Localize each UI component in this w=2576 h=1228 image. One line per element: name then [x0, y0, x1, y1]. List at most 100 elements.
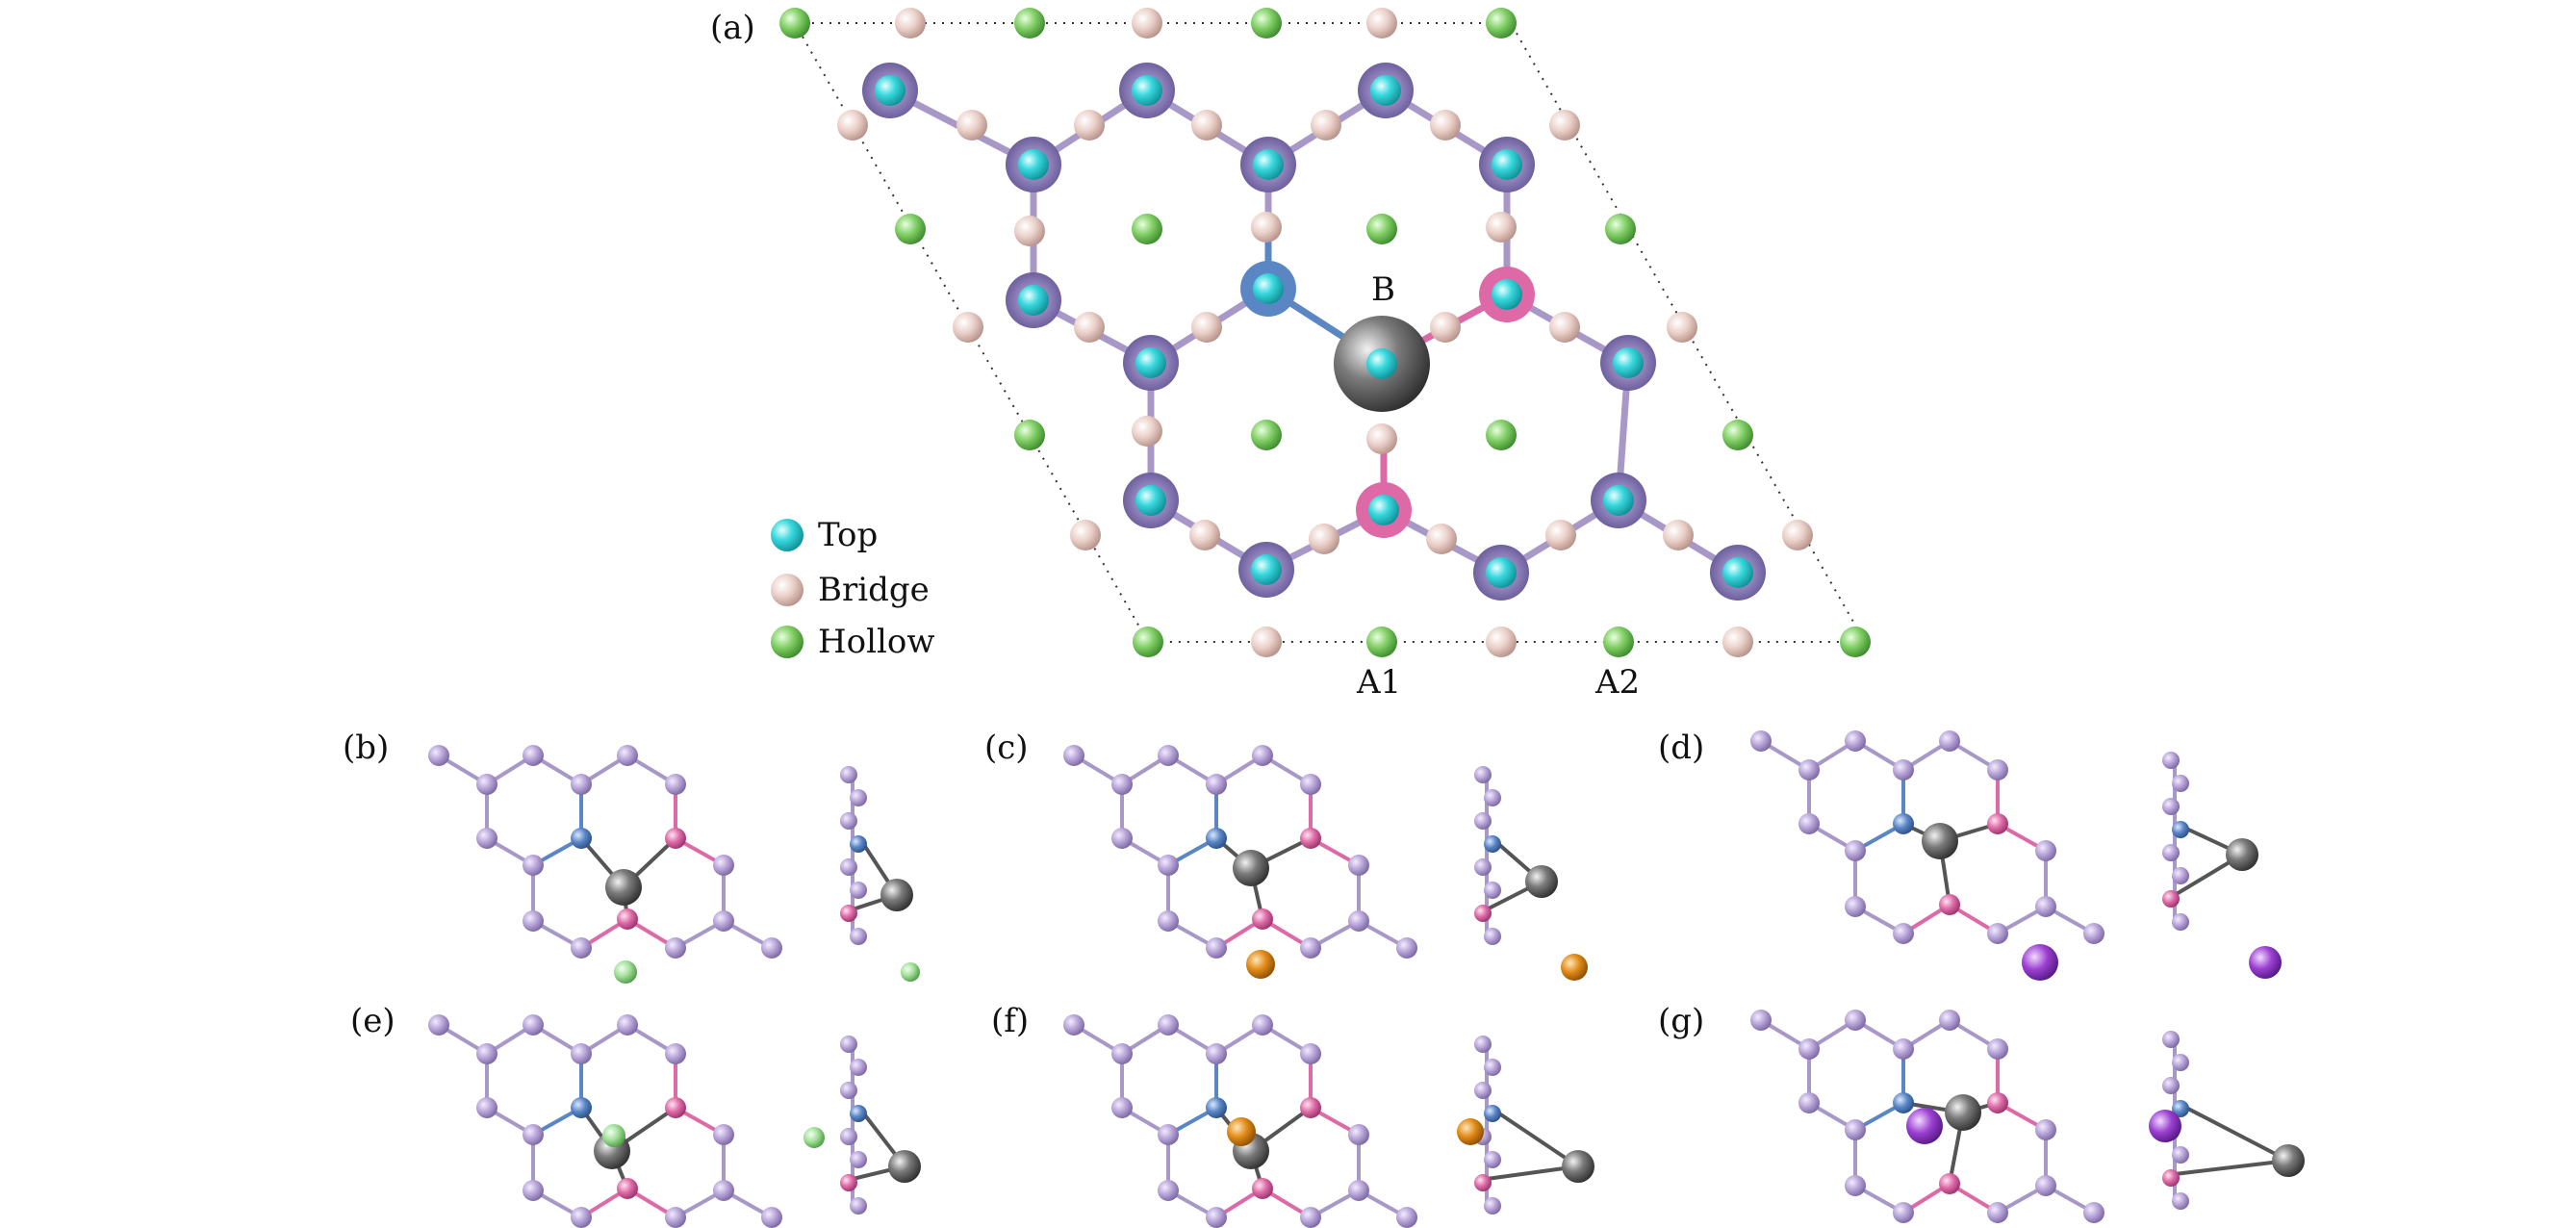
- legend-marker-bridge: [771, 574, 803, 606]
- host-atom: [2162, 752, 2180, 769]
- site-label-a2: A2: [1594, 663, 1640, 702]
- blue-dopant-atom: [850, 1105, 867, 1122]
- bridge-site: [1722, 627, 1753, 657]
- adatom: [803, 1127, 825, 1148]
- defect-atom: [1233, 850, 1269, 886]
- legend-label-hollow: Hollow: [818, 623, 934, 661]
- host-atom: [850, 1059, 867, 1076]
- top-site-atom-pink-dopant: [1479, 267, 1535, 322]
- legend: Top Bridge Hollow: [771, 516, 934, 661]
- pink-dopant-atom: [1252, 1178, 1273, 1199]
- host-atom: [850, 928, 867, 945]
- host-atom: [2035, 896, 2056, 917]
- pink-dopant-atom: [665, 828, 686, 849]
- host-atom: [665, 937, 686, 959]
- host-atom: [840, 766, 857, 783]
- defect-atom: [1562, 1150, 1594, 1183]
- host-atom: [665, 1207, 686, 1228]
- host-atom: [1987, 1038, 2008, 1060]
- bridge-site: [1545, 520, 1576, 550]
- pink-dopant-atom: [1474, 905, 1492, 922]
- hollow-site: [779, 8, 810, 38]
- host-atom: [428, 1014, 449, 1036]
- host-atom: [2172, 775, 2189, 792]
- bridge-site: [1251, 627, 1282, 657]
- side-view: [1474, 766, 1588, 981]
- hollow-site: [1251, 8, 1282, 38]
- host-atom: [1158, 745, 1179, 766]
- adatom: [1906, 1108, 1943, 1144]
- host-atom: [2172, 1054, 2189, 1071]
- host-atom: [476, 1043, 497, 1064]
- host-atom: [713, 1124, 734, 1145]
- host-atom: [1158, 1180, 1179, 1201]
- hollow-site: [1603, 627, 1634, 657]
- host-atom: [840, 1128, 857, 1145]
- pink-dopant-atom: [1300, 1097, 1321, 1118]
- host-atom: [1300, 774, 1321, 795]
- host-atom: [2083, 1202, 2104, 1223]
- panel-label-e: (e): [350, 1002, 395, 1040]
- host-atom: [1063, 1014, 1084, 1036]
- bridge-site: [1074, 110, 1105, 141]
- host-atom: [1348, 855, 1369, 876]
- bridge-site: [1189, 520, 1220, 550]
- pink-dopant-atom: [2162, 1169, 2180, 1187]
- host-atom: [2035, 1119, 2056, 1140]
- blue-dopant-atom: [1893, 813, 1914, 834]
- bridge-site: [1549, 312, 1580, 343]
- side-view: [803, 1036, 921, 1215]
- pink-dopant-atom: [617, 908, 638, 930]
- blue-dopant-atom: [1484, 835, 1501, 853]
- side-view: [1457, 1036, 1594, 1215]
- bridge-site: [1191, 312, 1222, 343]
- bridge-site: [1132, 416, 1162, 447]
- blue-dopant-atom: [1484, 1105, 1501, 1122]
- pink-dopant-atom: [1474, 1174, 1492, 1191]
- host-atom: [2162, 1077, 2180, 1094]
- top-site-atom: [862, 63, 918, 118]
- adatom: [614, 960, 637, 984]
- host-atom: [2172, 867, 2189, 884]
- host-atom: [1893, 1038, 1914, 1060]
- blue-dopant-atom: [2172, 1100, 2189, 1117]
- host-atom: [1750, 730, 1772, 752]
- pink-dopant-atom: [1300, 828, 1321, 849]
- bridge-site: [1782, 520, 1813, 550]
- host-atom: [1798, 813, 1820, 834]
- host-atom: [1158, 855, 1179, 876]
- host-atom: [523, 1124, 544, 1145]
- bridge-site: [1426, 524, 1457, 554]
- pink-dopant-atom: [665, 1097, 686, 1118]
- structure-panels: (b)(c)(d)(e)(f)(g): [343, 729, 2305, 1228]
- host-atom: [850, 789, 867, 806]
- adatom: [1246, 950, 1275, 979]
- host-atom: [1396, 937, 1417, 959]
- host-atom: [1939, 730, 1960, 752]
- panel-f: (f): [991, 1002, 1594, 1228]
- adatom: [2022, 944, 2058, 981]
- host-atom: [523, 1180, 544, 1201]
- hollow-site: [1366, 627, 1397, 657]
- defect-atom: [605, 869, 642, 906]
- defect-atom: [1525, 865, 1558, 898]
- adatom: [2149, 1110, 2181, 1142]
- pink-dopant-atom: [1252, 908, 1273, 930]
- host-atom: [665, 774, 686, 795]
- side-view: [2162, 752, 2282, 979]
- host-atom: [1484, 1059, 1501, 1076]
- bridge-site: [837, 110, 868, 141]
- host-atom: [1111, 774, 1133, 795]
- host-atom: [2035, 1175, 2056, 1196]
- host-atom: [1206, 1207, 1227, 1228]
- host-atom: [571, 1043, 592, 1064]
- pink-dopant-atom: [840, 905, 857, 922]
- bridge-site: [1014, 216, 1045, 246]
- host-atom: [840, 812, 857, 830]
- bridge-site: [956, 110, 987, 141]
- pink-dopant-atom: [2162, 890, 2180, 908]
- host-atom: [1300, 1043, 1321, 1064]
- hollow-sites: [779, 8, 1871, 657]
- host-atom: [1987, 1202, 2008, 1223]
- host-atom: [1484, 1151, 1501, 1168]
